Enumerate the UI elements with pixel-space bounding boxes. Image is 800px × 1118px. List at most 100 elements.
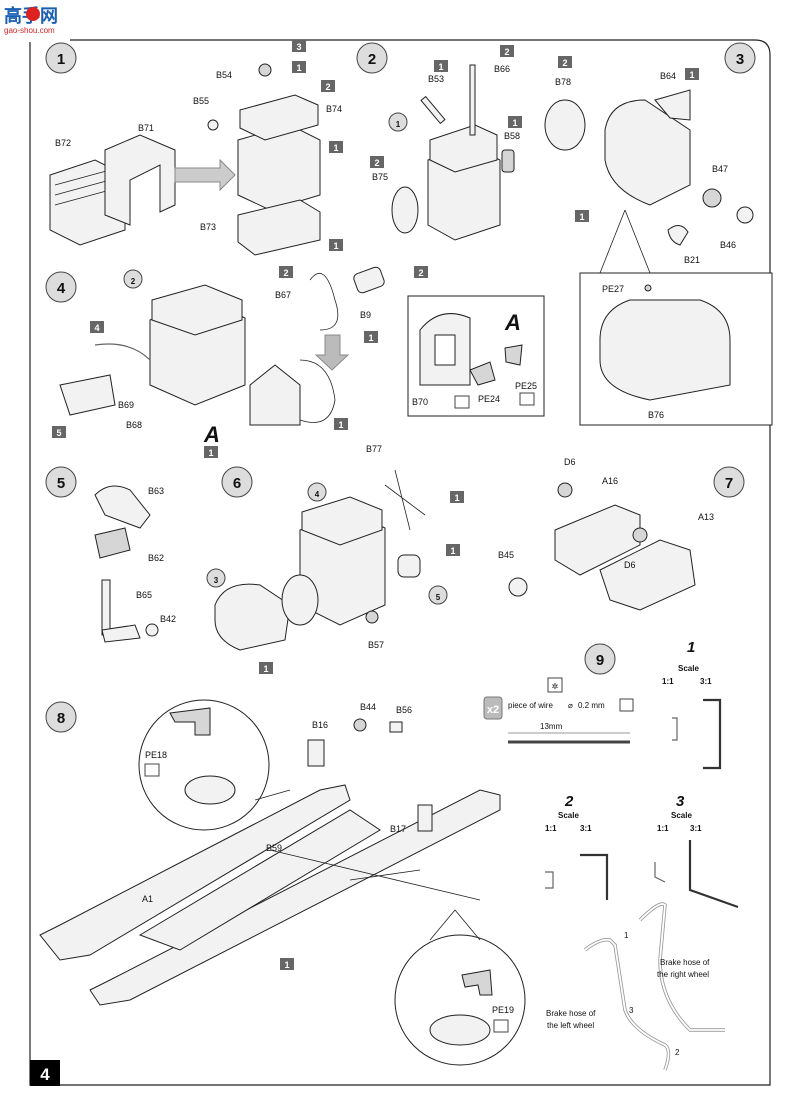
- svg-text:B16: B16: [312, 720, 328, 730]
- svg-text:1: 1: [454, 493, 459, 503]
- svg-text:3:1: 3:1: [690, 824, 702, 833]
- step-7: 7 D6 A16 A13 D6 B45: [498, 457, 745, 611]
- part-b53: [420, 95, 446, 125]
- svg-text:1:1: 1:1: [662, 677, 674, 686]
- svg-text:0.2 mm: 0.2 mm: [578, 701, 605, 710]
- svg-text:2: 2: [562, 58, 567, 68]
- asterisk-icon: [547, 677, 563, 693]
- watermark-logo: 高手网 gao-shou.com: [4, 5, 58, 35]
- part-pe24: [469, 361, 496, 386]
- part-b56: [389, 721, 403, 733]
- step-8: 8 PE18 B16 B44 B56 B17 B59 A1 1 PE19: [39, 699, 526, 1066]
- part-b66: [469, 64, 476, 136]
- svg-text:9: 9: [596, 652, 604, 669]
- part-b76: [599, 299, 731, 401]
- svg-text:B47: B47: [712, 164, 728, 174]
- part-pedal: [397, 554, 421, 578]
- svg-text:1: 1: [284, 960, 289, 970]
- svg-text:1: 1: [296, 63, 301, 73]
- part-b74: [239, 94, 319, 141]
- svg-text:3: 3: [296, 42, 301, 52]
- svg-text:B63: B63: [148, 486, 164, 496]
- part-pe19: [461, 969, 493, 996]
- svg-text:2: 2: [675, 1048, 680, 1057]
- photoetch-icon: [519, 392, 535, 406]
- svg-text:B77: B77: [366, 444, 382, 454]
- part-a13: [599, 539, 696, 611]
- part-a16: [554, 504, 641, 576]
- step-number-circle: [45, 42, 77, 74]
- svg-text:piece of wire: piece of wire: [508, 701, 553, 710]
- part-b45: [508, 577, 528, 597]
- svg-text:B9: B9: [360, 310, 371, 320]
- svg-text:1: 1: [689, 70, 694, 80]
- arrow-icon: [314, 334, 350, 371]
- part-gearbox: [214, 583, 291, 651]
- step-6: 6 4 3 5 B77 B57 1 1 1: [206, 444, 464, 674]
- svg-text:3: 3: [629, 1006, 634, 1015]
- svg-text:A13: A13: [698, 512, 714, 522]
- svg-text:2: 2: [504, 47, 509, 57]
- step-2: 2 1 B53 B66 B58 B75 1 2 1 2: [356, 42, 522, 241]
- part-b63: [94, 485, 151, 529]
- part-detail-a: [249, 364, 301, 426]
- svg-text:3:1: 3:1: [580, 824, 592, 833]
- part-pe27: [644, 284, 652, 292]
- svg-text:2: 2: [418, 268, 423, 278]
- step-9: 9 ✲ x2 piece of wire ⌀ 0.2 mm 13mm: [483, 643, 634, 744]
- scale-1: 1 Scale 1:1 3:1: [662, 639, 722, 770]
- label-b73: B73: [200, 222, 216, 232]
- svg-text:1: 1: [579, 212, 584, 222]
- svg-text:✲: ✲: [552, 682, 559, 691]
- svg-text:Brake hose of: Brake hose of: [546, 1009, 596, 1018]
- part-b47: [702, 188, 722, 208]
- svg-text:B56: B56: [396, 705, 412, 715]
- svg-text:B66: B66: [494, 64, 510, 74]
- part-b21: [667, 225, 689, 246]
- svg-text:5: 5: [436, 593, 441, 602]
- part-b77: [384, 469, 426, 531]
- svg-text:1: 1: [263, 664, 268, 674]
- photoetch-icon: [454, 395, 470, 409]
- part-b16: [307, 739, 325, 767]
- scale-2: 2 Scale 1:1 3:1: [545, 793, 609, 900]
- svg-text:8: 8: [57, 710, 65, 727]
- label-b54: B54: [216, 70, 232, 80]
- svg-text:B21: B21: [684, 255, 700, 265]
- svg-text:1: 1: [396, 120, 401, 129]
- svg-text:1: 1: [208, 448, 213, 458]
- svg-text:3: 3: [736, 51, 744, 68]
- part-a1: [39, 784, 351, 961]
- svg-text:B58: B58: [504, 131, 520, 141]
- label-b74: B74: [326, 104, 342, 114]
- svg-text:B62: B62: [148, 553, 164, 563]
- svg-text:B46: B46: [720, 240, 736, 250]
- svg-text:Scale: Scale: [678, 664, 699, 673]
- svg-text:⌀: ⌀: [568, 701, 573, 710]
- label-b72: B72: [55, 138, 71, 148]
- svg-text:A1: A1: [142, 894, 153, 904]
- part-pe18: [169, 707, 211, 736]
- arrow-icon: [174, 158, 236, 192]
- part-b71: [104, 134, 176, 226]
- part-b46: [736, 206, 754, 224]
- detail-a-label: A: [203, 422, 220, 447]
- svg-text:B78: B78: [555, 77, 571, 87]
- svg-text:B76: B76: [648, 410, 664, 420]
- svg-text:2: 2: [374, 158, 379, 168]
- page-number-box: 4: [30, 1060, 60, 1086]
- svg-text:PE24: PE24: [478, 394, 500, 404]
- svg-text:1: 1: [450, 546, 455, 556]
- label-b55: B55: [193, 96, 209, 106]
- part-block: [237, 124, 321, 211]
- svg-text:B70: B70: [412, 397, 428, 407]
- svg-text:7: 7: [725, 475, 733, 492]
- svg-text:1:1: 1:1: [545, 824, 557, 833]
- part-d6: [632, 527, 648, 543]
- part-b44: [353, 718, 367, 732]
- part-b73: [237, 199, 321, 256]
- tag: [329, 239, 343, 251]
- svg-text:4: 4: [315, 490, 320, 499]
- svg-text:3: 3: [676, 793, 685, 810]
- svg-text:5: 5: [56, 428, 61, 438]
